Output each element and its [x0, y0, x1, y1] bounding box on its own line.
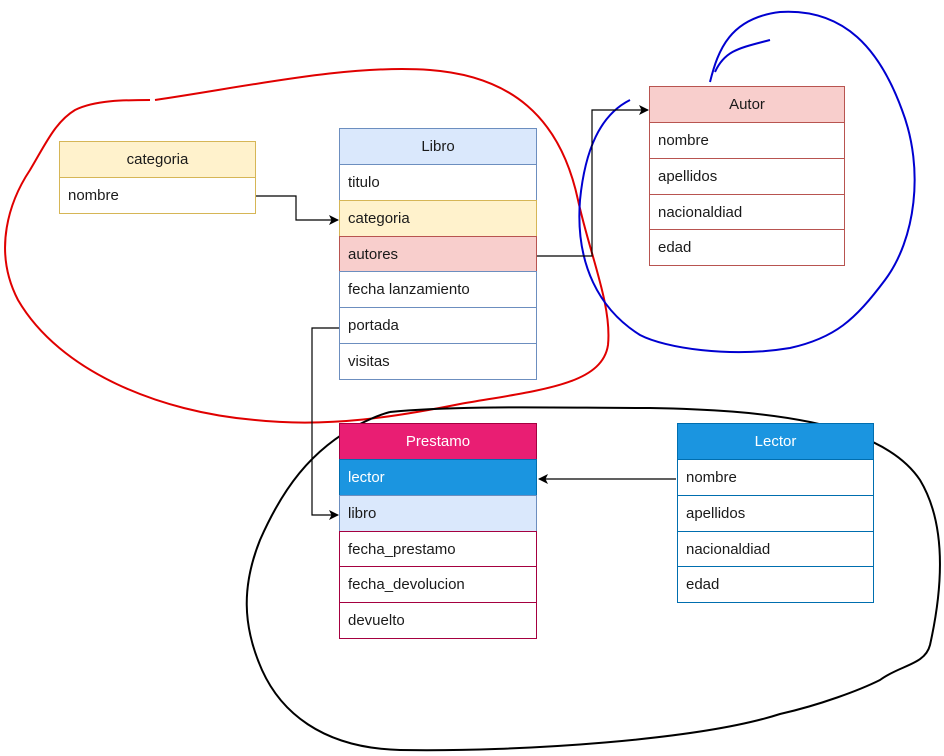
entity-libro-field-titulo[interactable]: titulo — [339, 164, 537, 201]
entity-autor-title[interactable]: Autor — [649, 86, 845, 123]
entity-lector-field-nombre[interactable]: nombre — [677, 459, 874, 496]
group-outline-blue — [578, 10, 916, 354]
entity-lector[interactable]: Lector nombre apellidos nacionaldiad eda… — [677, 423, 874, 604]
entity-prestamo[interactable]: Prestamo lector libro fecha_prestamo fec… — [339, 423, 537, 639]
entity-lector-title[interactable]: Lector — [677, 423, 874, 460]
entity-libro-field-visitas[interactable]: visitas — [339, 342, 537, 380]
entity-libro-field-categoria[interactable]: categoria — [339, 199, 537, 237]
entity-categoria-title[interactable]: categoria — [59, 141, 256, 178]
entity-prestamo-field-fecha-devolucion[interactable]: fecha_devolucion — [339, 566, 537, 604]
connector-libro-to-autor — [537, 105, 649, 257]
entity-libro-field-autores[interactable]: autores — [339, 235, 537, 273]
entity-prestamo-field-libro[interactable]: libro — [339, 494, 537, 532]
entity-categoria[interactable]: categoria nombre — [59, 141, 256, 214]
entity-libro-field-portada[interactable]: portada — [339, 307, 537, 344]
connector-libro-to-prestamo — [311, 327, 339, 520]
entity-lector-field-nacionaldiad[interactable]: nacionaldiad — [677, 530, 874, 568]
entity-libro[interactable]: Libro titulo categoria autores fecha lan… — [339, 128, 537, 380]
entity-autor-field-nacionaldiad[interactable]: nacionaldiad — [649, 193, 845, 231]
entity-libro-title[interactable]: Libro — [339, 128, 537, 165]
group-outline-black — [245, 406, 941, 752]
entity-categoria-field-nombre[interactable]: nombre — [59, 177, 256, 214]
entity-autor-field-edad[interactable]: edad — [649, 229, 845, 267]
entity-lector-field-edad[interactable]: edad — [677, 566, 874, 604]
entity-prestamo-field-devuelto[interactable]: devuelto — [339, 602, 537, 639]
entity-autor-field-apellidos[interactable]: apellidos — [649, 157, 845, 195]
entity-prestamo-field-lector[interactable]: lector — [339, 459, 537, 496]
entity-prestamo-field-fecha-prestamo[interactable]: fecha_prestamo — [339, 530, 537, 568]
entity-libro-field-fecha-lanzamiento[interactable]: fecha lanzamiento — [339, 271, 537, 309]
entity-prestamo-title[interactable]: Prestamo — [339, 423, 537, 460]
entity-lector-field-apellidos[interactable]: apellidos — [677, 494, 874, 532]
connector-categoria-to-libro — [256, 195, 339, 225]
entity-autor-field-nombre[interactable]: nombre — [649, 122, 845, 159]
entity-autor[interactable]: Autor nombre apellidos nacionaldiad edad — [649, 86, 845, 267]
group-outline-red — [4, 67, 610, 424]
